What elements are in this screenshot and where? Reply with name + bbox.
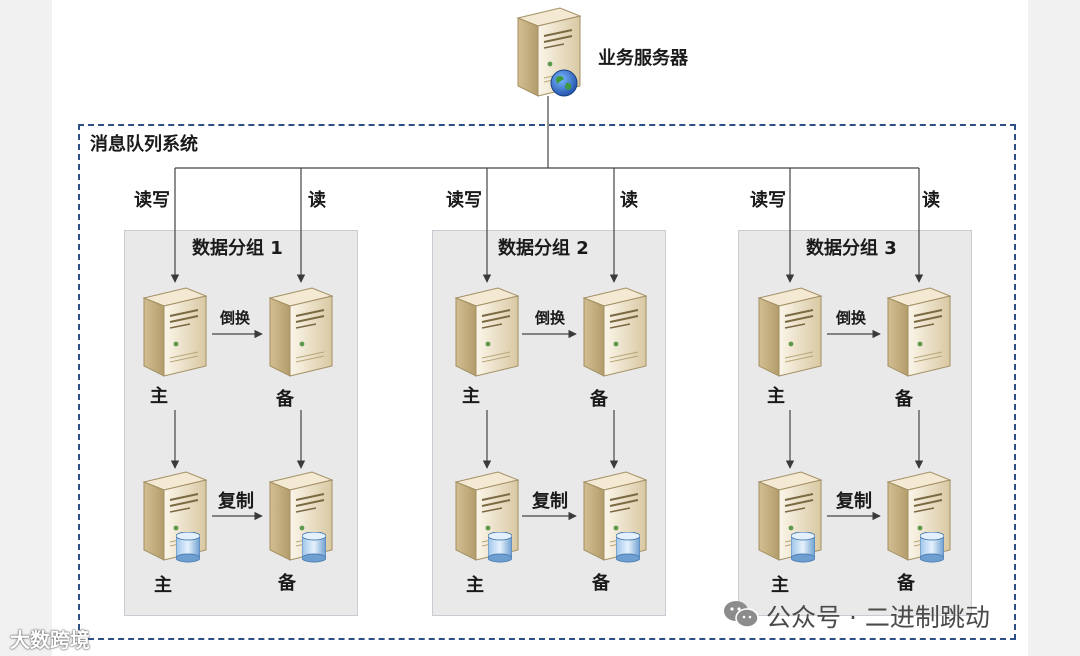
database-icon bbox=[920, 532, 944, 563]
g1-switch-label: 倒换 bbox=[220, 309, 251, 327]
g3-backup-db-label: 备 bbox=[897, 573, 915, 594]
g2-read-write-label: 读写 bbox=[446, 190, 482, 211]
business-server-label: 业务服务器 bbox=[598, 48, 688, 69]
g2-backup-db-label: 备 bbox=[592, 573, 610, 594]
g2-read-label: 读 bbox=[620, 190, 638, 211]
g3-read-label: 读 bbox=[922, 190, 940, 211]
g2-primary-db-label: 主 bbox=[466, 575, 484, 596]
g3-primary-label: 主 bbox=[767, 386, 785, 407]
g2-primary-label: 主 bbox=[462, 386, 480, 407]
message-queue-system-boundary bbox=[78, 124, 1016, 640]
g1-primary-label: 主 bbox=[150, 386, 168, 407]
g3-read-write-label: 读写 bbox=[750, 190, 786, 211]
database-icon bbox=[616, 532, 640, 563]
g1-title: 数据分组 1 bbox=[192, 238, 283, 259]
g2-primary-server-icon bbox=[455, 287, 519, 377]
database-icon bbox=[791, 532, 815, 563]
g1-read-write-label: 读写 bbox=[134, 190, 170, 211]
system-label: 消息队列系统 bbox=[90, 134, 198, 155]
g2-switch-label: 倒换 bbox=[535, 309, 566, 327]
g3-backup-label: 备 bbox=[895, 389, 913, 410]
g3-title: 数据分组 3 bbox=[806, 238, 897, 259]
g1-primary-server-icon bbox=[143, 287, 207, 377]
g3-primary-db-label: 主 bbox=[771, 575, 789, 596]
g1-copy-label: 复制 bbox=[218, 491, 254, 512]
g1-backup-db-label: 备 bbox=[278, 573, 296, 594]
database-icon bbox=[302, 532, 326, 563]
left-margin-strip bbox=[0, 0, 52, 656]
g1-backup-server-icon bbox=[269, 287, 333, 377]
wechat-icon bbox=[724, 601, 759, 628]
g1-backup-label: 备 bbox=[276, 389, 294, 410]
right-margin-strip bbox=[1028, 0, 1080, 656]
g2-backup-label: 备 bbox=[590, 389, 608, 410]
g3-copy-label: 复制 bbox=[836, 491, 872, 512]
g1-read-label: 读 bbox=[308, 190, 326, 211]
g3-backup-server-icon bbox=[887, 287, 951, 377]
g2-title: 数据分组 2 bbox=[498, 238, 589, 259]
g2-backup-server-icon bbox=[583, 287, 647, 377]
g3-switch-label: 倒换 bbox=[836, 309, 867, 327]
globe-icon bbox=[550, 69, 578, 97]
wechat-channel-watermark: 公众号 · 二进制跳动 bbox=[766, 603, 990, 632]
database-icon bbox=[488, 532, 512, 563]
g2-copy-label: 复制 bbox=[532, 491, 568, 512]
database-icon bbox=[176, 532, 200, 563]
g1-primary-db-label: 主 bbox=[154, 575, 172, 596]
g3-primary-server-icon bbox=[758, 287, 822, 377]
bottom-left-watermark: 大数跨境 bbox=[10, 628, 90, 652]
